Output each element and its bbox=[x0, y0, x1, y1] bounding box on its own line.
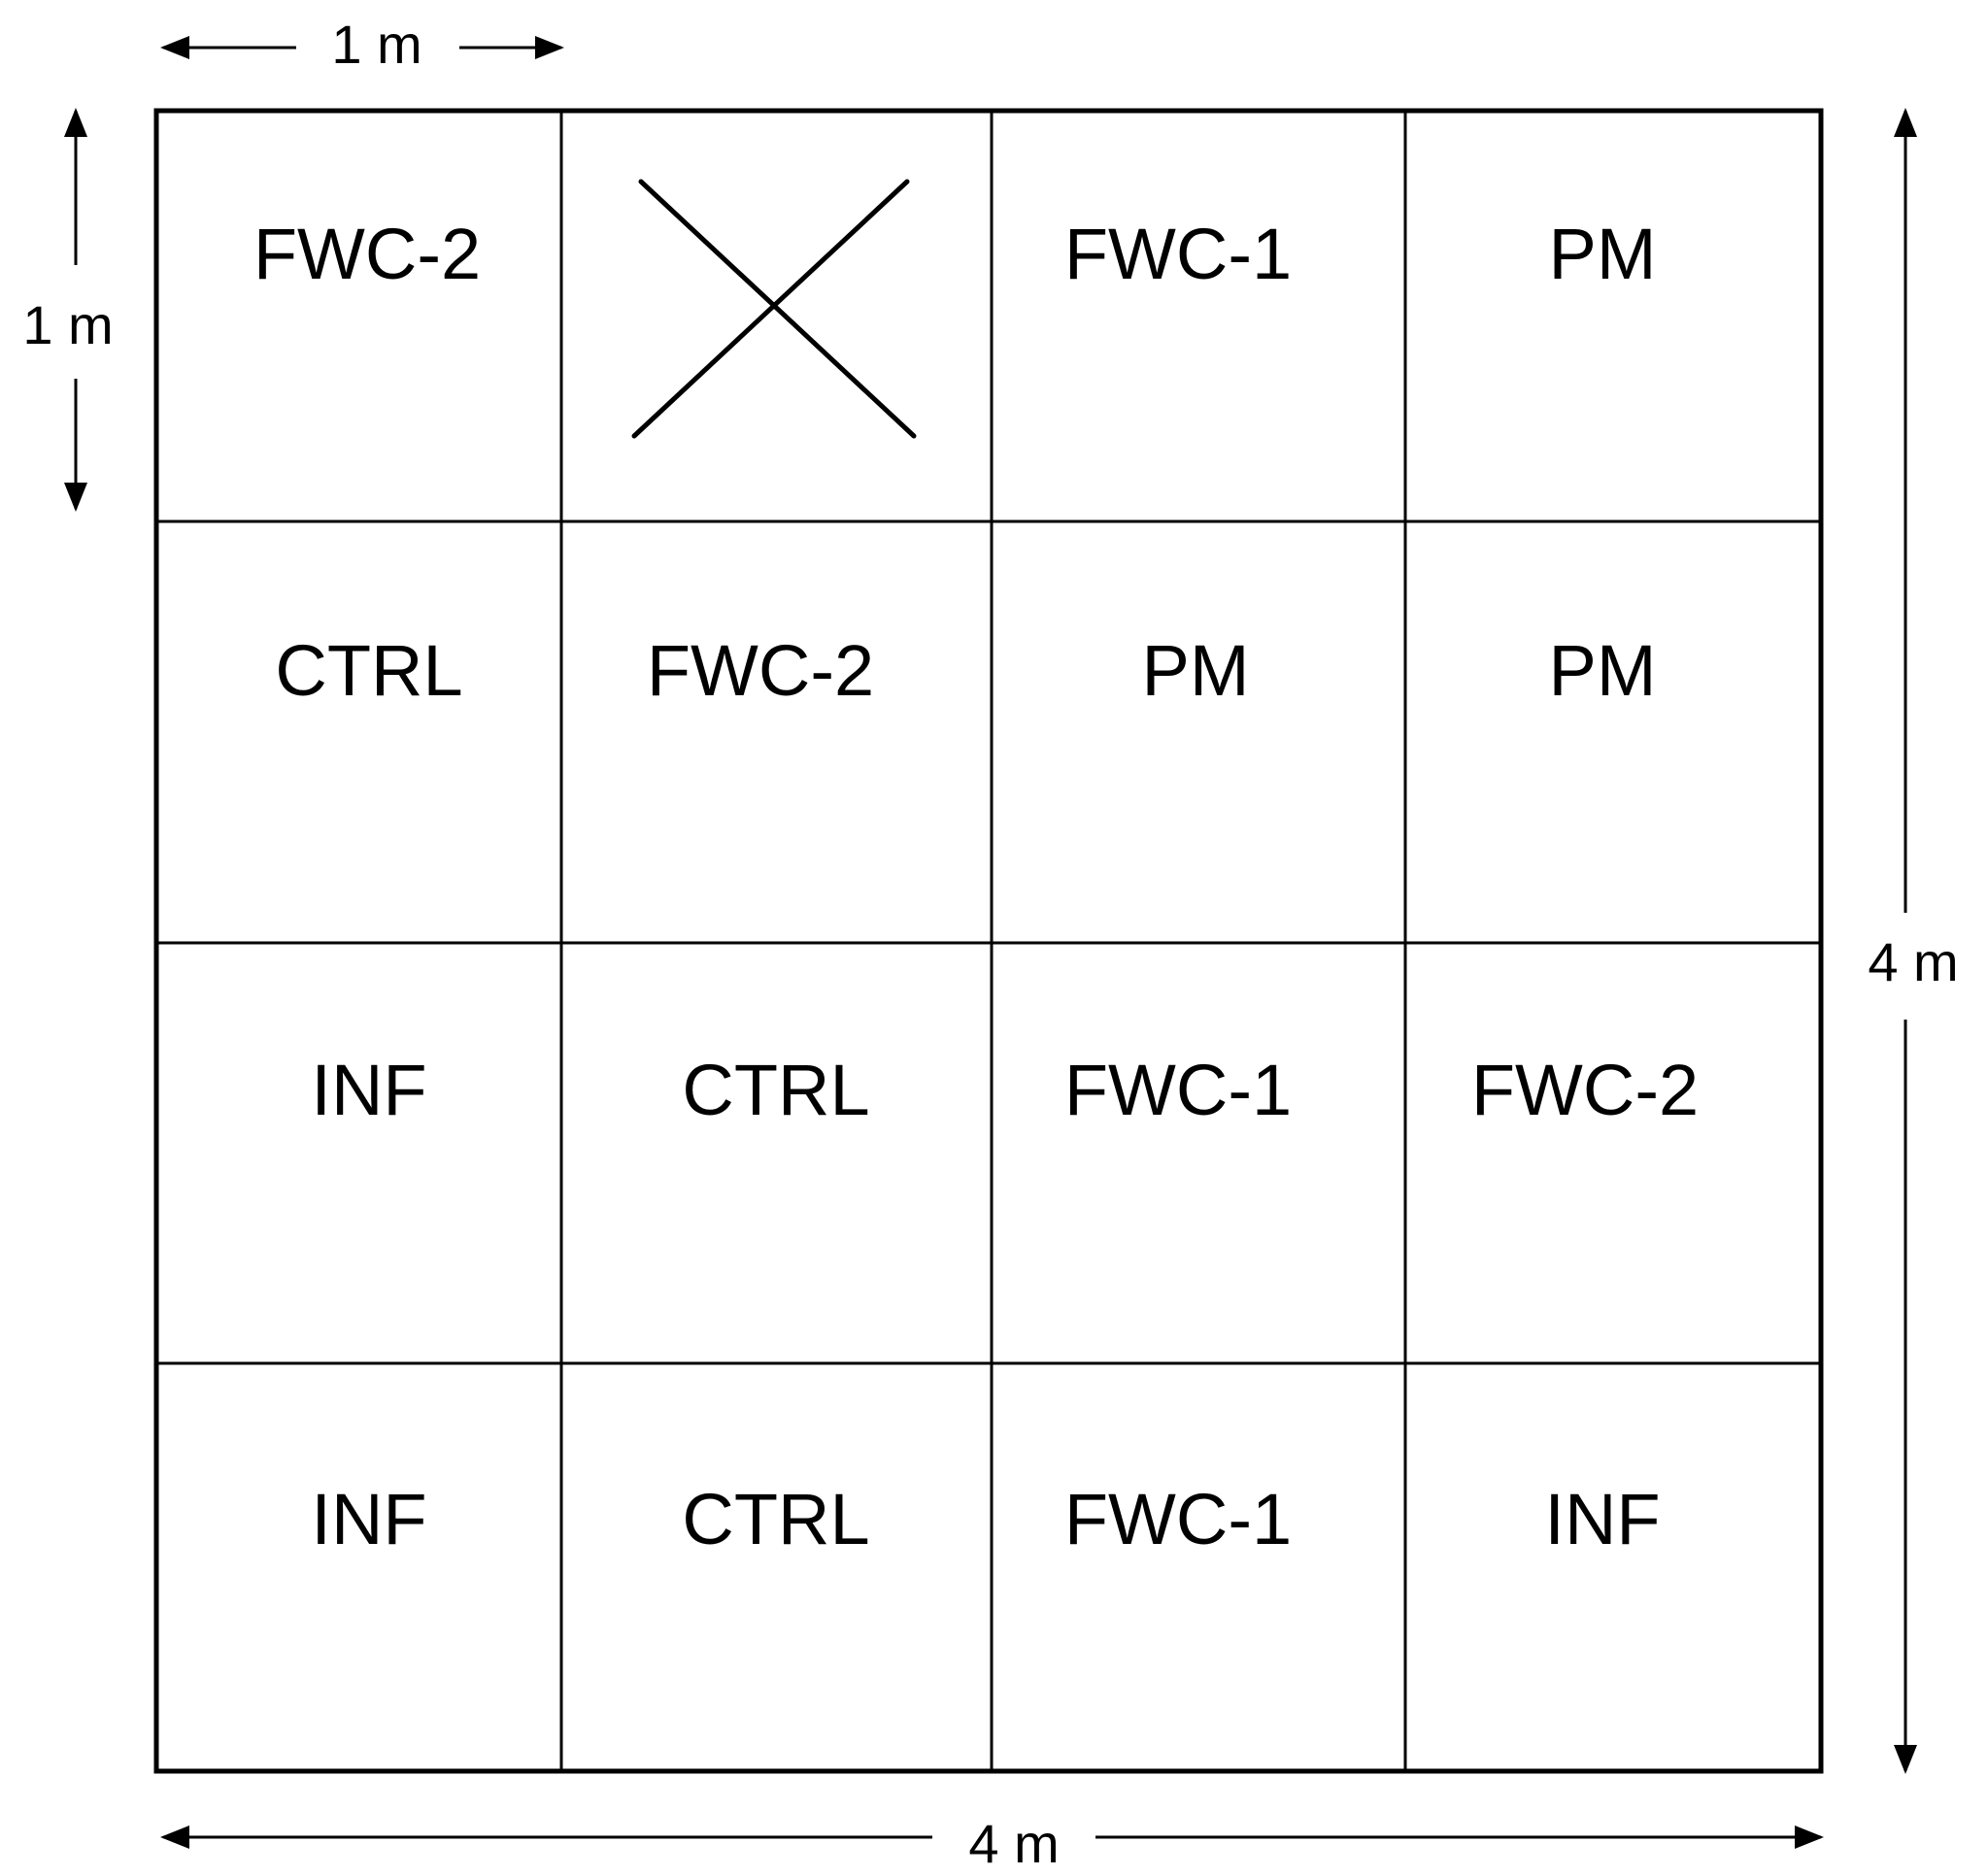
grid-border bbox=[153, 108, 1824, 1774]
cell-r3c2: CTRL bbox=[682, 1050, 869, 1130]
cell-r3c1: INF bbox=[311, 1050, 426, 1130]
total-height-label: 4 m bbox=[1868, 931, 1958, 992]
cell-r2c2: FWC-2 bbox=[647, 630, 874, 711]
cell-r1c1: FWC-2 bbox=[253, 214, 481, 294]
cell-r4c2: CTRL bbox=[682, 1479, 869, 1559]
cell-r3c4: FWC-2 bbox=[1471, 1050, 1699, 1130]
cell-r4c1: INF bbox=[311, 1479, 426, 1559]
cell-r4c4: INF bbox=[1544, 1479, 1660, 1559]
x-cross-icon bbox=[631, 179, 917, 439]
grid-lines bbox=[156, 111, 1821, 1771]
cell-r1c3: FWC-1 bbox=[1064, 214, 1292, 294]
total-width-label: 4 m bbox=[968, 1813, 1059, 1874]
cell-r3c3: FWC-1 bbox=[1064, 1050, 1292, 1130]
cell-r1c4: PM bbox=[1549, 214, 1657, 294]
cell-height-label: 1 m bbox=[22, 294, 113, 355]
cell-r2c3: PM bbox=[1142, 630, 1250, 711]
cell-width-label: 1 m bbox=[331, 14, 421, 75]
cell-r2c4: PM bbox=[1549, 630, 1657, 711]
cell-r2c1: CTRL bbox=[275, 630, 462, 711]
cell-r4c3: FWC-1 bbox=[1064, 1479, 1292, 1559]
